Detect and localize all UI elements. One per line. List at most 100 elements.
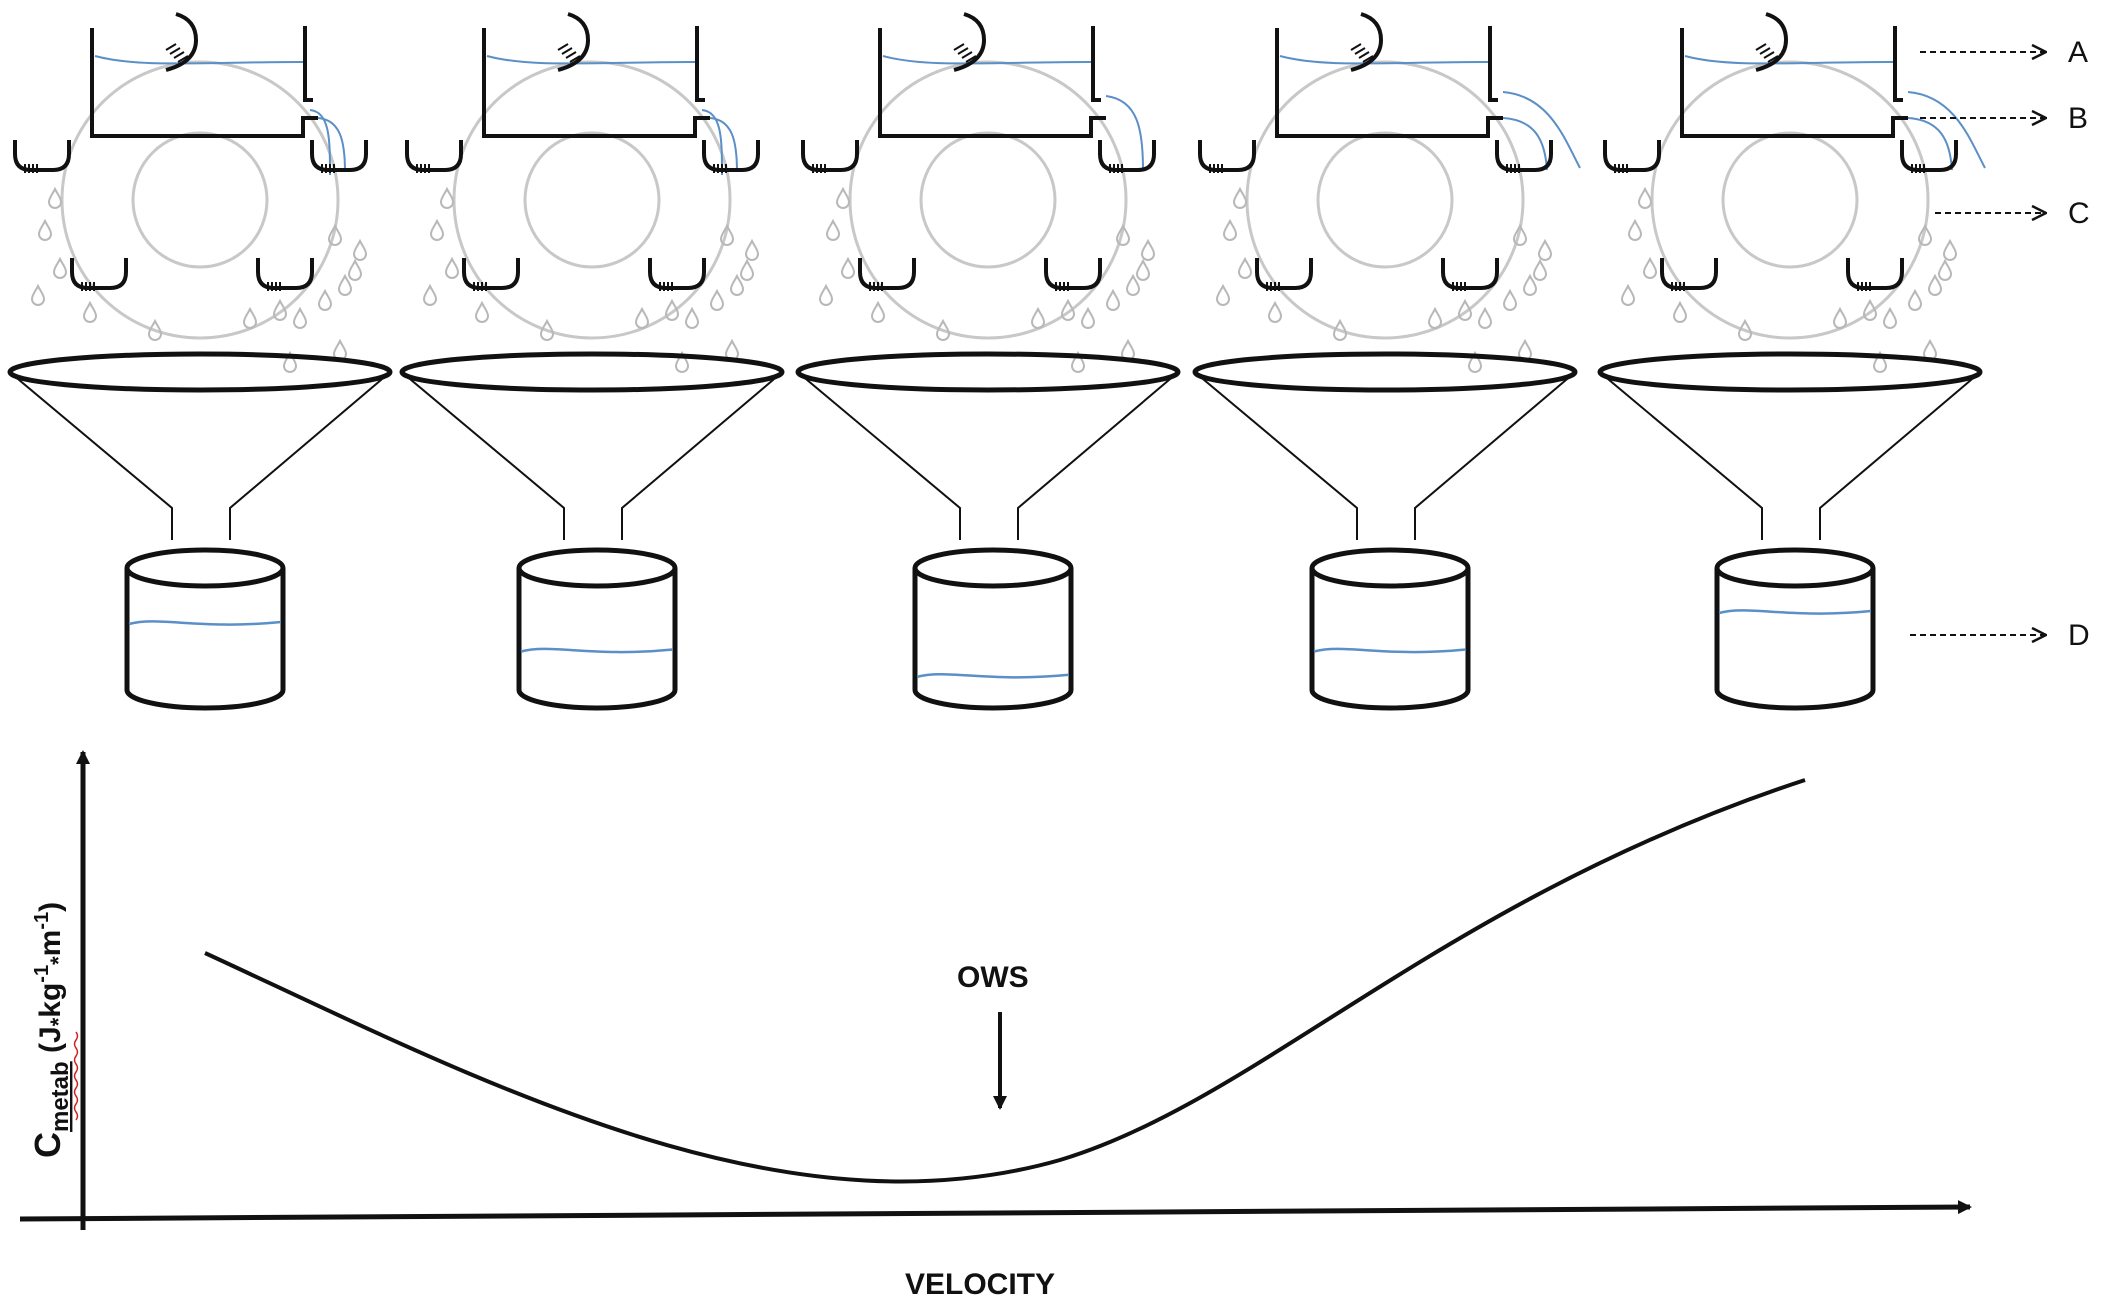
y-label-sub: metab: [47, 1061, 74, 1132]
cup-rim: [124, 547, 286, 589]
wheel-hub: [523, 131, 661, 269]
bucket-right: [310, 140, 368, 173]
water-wheel-panels: [7, 12, 1986, 711]
water-drop: [1136, 260, 1150, 281]
bucket-bottom-left: [70, 258, 128, 291]
y-label-star2: *: [46, 956, 71, 965]
water-drop: [1638, 188, 1652, 209]
bucket-bottom-left: [1660, 258, 1718, 291]
tank: [482, 28, 710, 138]
outflow-2: [317, 117, 346, 173]
tank: [90, 28, 318, 138]
cup-body: [124, 568, 286, 711]
water-drop: [1238, 258, 1252, 279]
cup-water: [1718, 609, 1872, 615]
wheel-hub: [919, 131, 1057, 269]
water-drop: [1268, 302, 1282, 323]
y-label-close: ): [34, 902, 67, 912]
water-drop: [348, 260, 362, 281]
tank-spout: [695, 26, 705, 102]
x-axis-label: VELOCITY: [905, 1268, 1055, 1301]
water-drop: [445, 258, 459, 279]
hook: [165, 12, 199, 72]
water-drop: [1621, 285, 1635, 306]
water-drop: [1863, 300, 1877, 321]
bucket-right: [1495, 140, 1553, 173]
outflow: [1105, 95, 1144, 171]
water-drop: [1428, 308, 1442, 329]
bucket-left: [1603, 140, 1661, 173]
tank-spout: [1893, 26, 1903, 102]
tank-spout: [303, 26, 313, 102]
funnel-body: [403, 373, 781, 540]
wheel-hub: [1316, 131, 1454, 269]
bucket-left: [1198, 140, 1256, 173]
water-drop: [1141, 240, 1155, 261]
wheel-outer: [848, 60, 1128, 340]
cup-rim: [1309, 547, 1471, 589]
water-drop: [1223, 220, 1237, 241]
water-drop: [1883, 308, 1897, 329]
bucket-bottom-left: [1255, 258, 1313, 291]
water-drop: [1458, 300, 1472, 321]
bucket-bottom-right: [648, 258, 706, 291]
water-drop: [1943, 240, 1957, 261]
water-drop: [1081, 308, 1095, 329]
water-drop: [1928, 275, 1942, 296]
funnel-rim: [7, 351, 393, 393]
cost-curve: [204, 778, 1806, 1184]
water-drop: [841, 258, 855, 279]
bucket-right: [1098, 140, 1156, 173]
water-drop: [685, 308, 699, 329]
water-drop: [1538, 240, 1552, 261]
water-drop: [318, 290, 332, 311]
water-drop: [871, 302, 885, 323]
water-drop: [1216, 285, 1230, 306]
cup-body: [516, 568, 678, 711]
cost-velocity-graph: OWS VELOCITY Cmetab (J*kg-1*m-1): [19, 750, 1972, 1301]
wheel-outer: [60, 60, 340, 340]
hook: [557, 12, 591, 72]
water-drop: [1126, 275, 1140, 296]
water-drop: [1533, 260, 1547, 281]
cup-body: [1714, 568, 1876, 711]
water-drop: [353, 240, 367, 261]
cup-rim: [1714, 547, 1876, 589]
water-drop: [1523, 275, 1537, 296]
water-drop: [665, 300, 679, 321]
cup-body: [1309, 568, 1471, 711]
water-drop: [338, 275, 352, 296]
cup-body: [912, 568, 1074, 711]
panel-2: [399, 12, 785, 711]
water-drop: [440, 188, 454, 209]
bucket-bottom-right: [256, 258, 314, 291]
bucket-bottom-right: [1441, 258, 1499, 291]
water-drop: [740, 260, 754, 281]
y-label-exp1: -1: [31, 965, 53, 983]
funnel-body: [1601, 373, 1979, 540]
label-c: C: [2068, 197, 2090, 230]
label-b: B: [2068, 102, 2088, 135]
water-drop: [1938, 260, 1952, 281]
funnel-rim: [1192, 351, 1578, 393]
tank-water: [1684, 55, 1894, 65]
ows-label: OWS: [957, 961, 1029, 994]
bucket-right: [702, 140, 760, 173]
bucket-bottom-right: [1044, 258, 1102, 291]
water-drop: [819, 285, 833, 306]
bucket-bottom-right: [1846, 258, 1904, 291]
water-drop: [53, 258, 67, 279]
water-drop: [730, 275, 744, 296]
water-drop: [635, 308, 649, 329]
hook: [1350, 12, 1384, 72]
y-label-m: m: [34, 930, 67, 957]
hook: [1755, 12, 1789, 72]
wheel-outer: [452, 60, 732, 340]
bucket-bottom-left: [858, 258, 916, 291]
wheel-hub: [1721, 131, 1859, 269]
cup-water: [1313, 647, 1467, 654]
water-drop: [1233, 188, 1247, 209]
tank: [878, 28, 1106, 138]
water-drop: [1673, 302, 1687, 323]
bucket-left: [13, 140, 71, 173]
